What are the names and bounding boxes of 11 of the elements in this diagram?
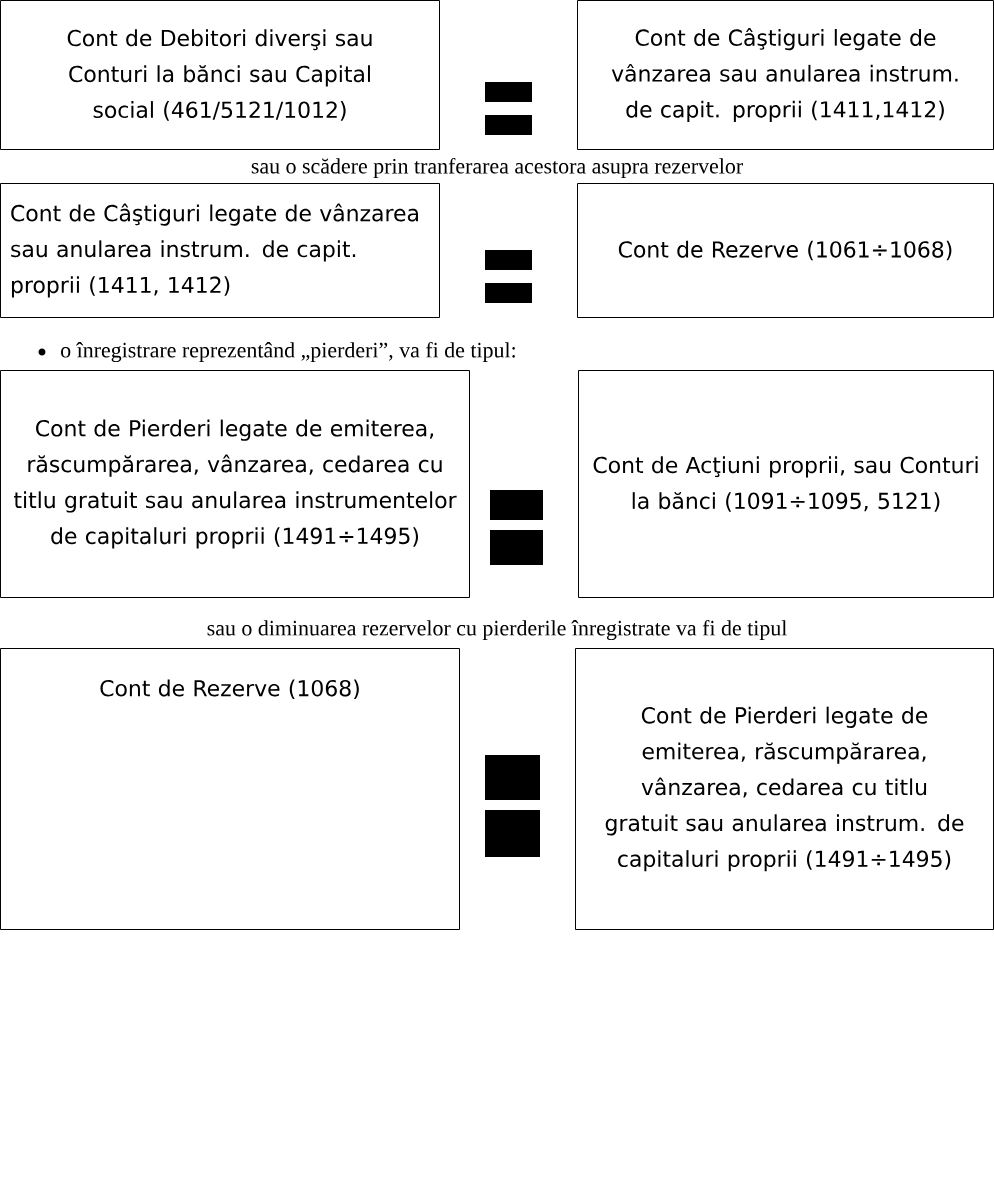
account-box: Cont de Rezerve (1068) xyxy=(0,648,460,930)
account-box: Cont de Pierderi legate de emiterea, răscumpărarea, vânzarea, cedarea cu titlu gratuit sau anularea instrumentelor de capitaluri proprii (1491÷1495) xyxy=(0,370,470,598)
caption-text: sau o diminuarea rezervelor cu pierderile înregistrate va fi de tipul xyxy=(207,619,787,641)
account-box: Cont de Rezerve (1061÷1068) xyxy=(577,183,994,318)
caption-text: sau o scădere prin tranferarea acestora asupra rezervelor xyxy=(251,157,743,179)
account-box: Cont de Acţiuni proprii, sau Conturi la bănci (1091÷1095, 5121) xyxy=(578,370,994,598)
account-box: Cont de Debitori diverşi sau Conturi la bănci sau Capital social (461/5121/1012) xyxy=(0,0,440,150)
account-box: Cont de Câştiguri legate de vânzarea sau anularea instrum. de capit. proprii (1411,1412) xyxy=(577,0,994,150)
account-box: Cont de Câştiguri legate de vânzarea sau anularea instrum. de capit. proprii (1411, 1412) xyxy=(0,183,440,318)
caption-text: o înregistrare reprezentând „pierderi”, va fi de tipul: xyxy=(61,341,515,363)
account-box: Cont de Pierderi legate de emiterea, răscumpărarea, vânzarea, cedarea cu titlu gratuit sau anularea instrum. de capitaluri proprii (1491÷1495) xyxy=(575,648,994,930)
